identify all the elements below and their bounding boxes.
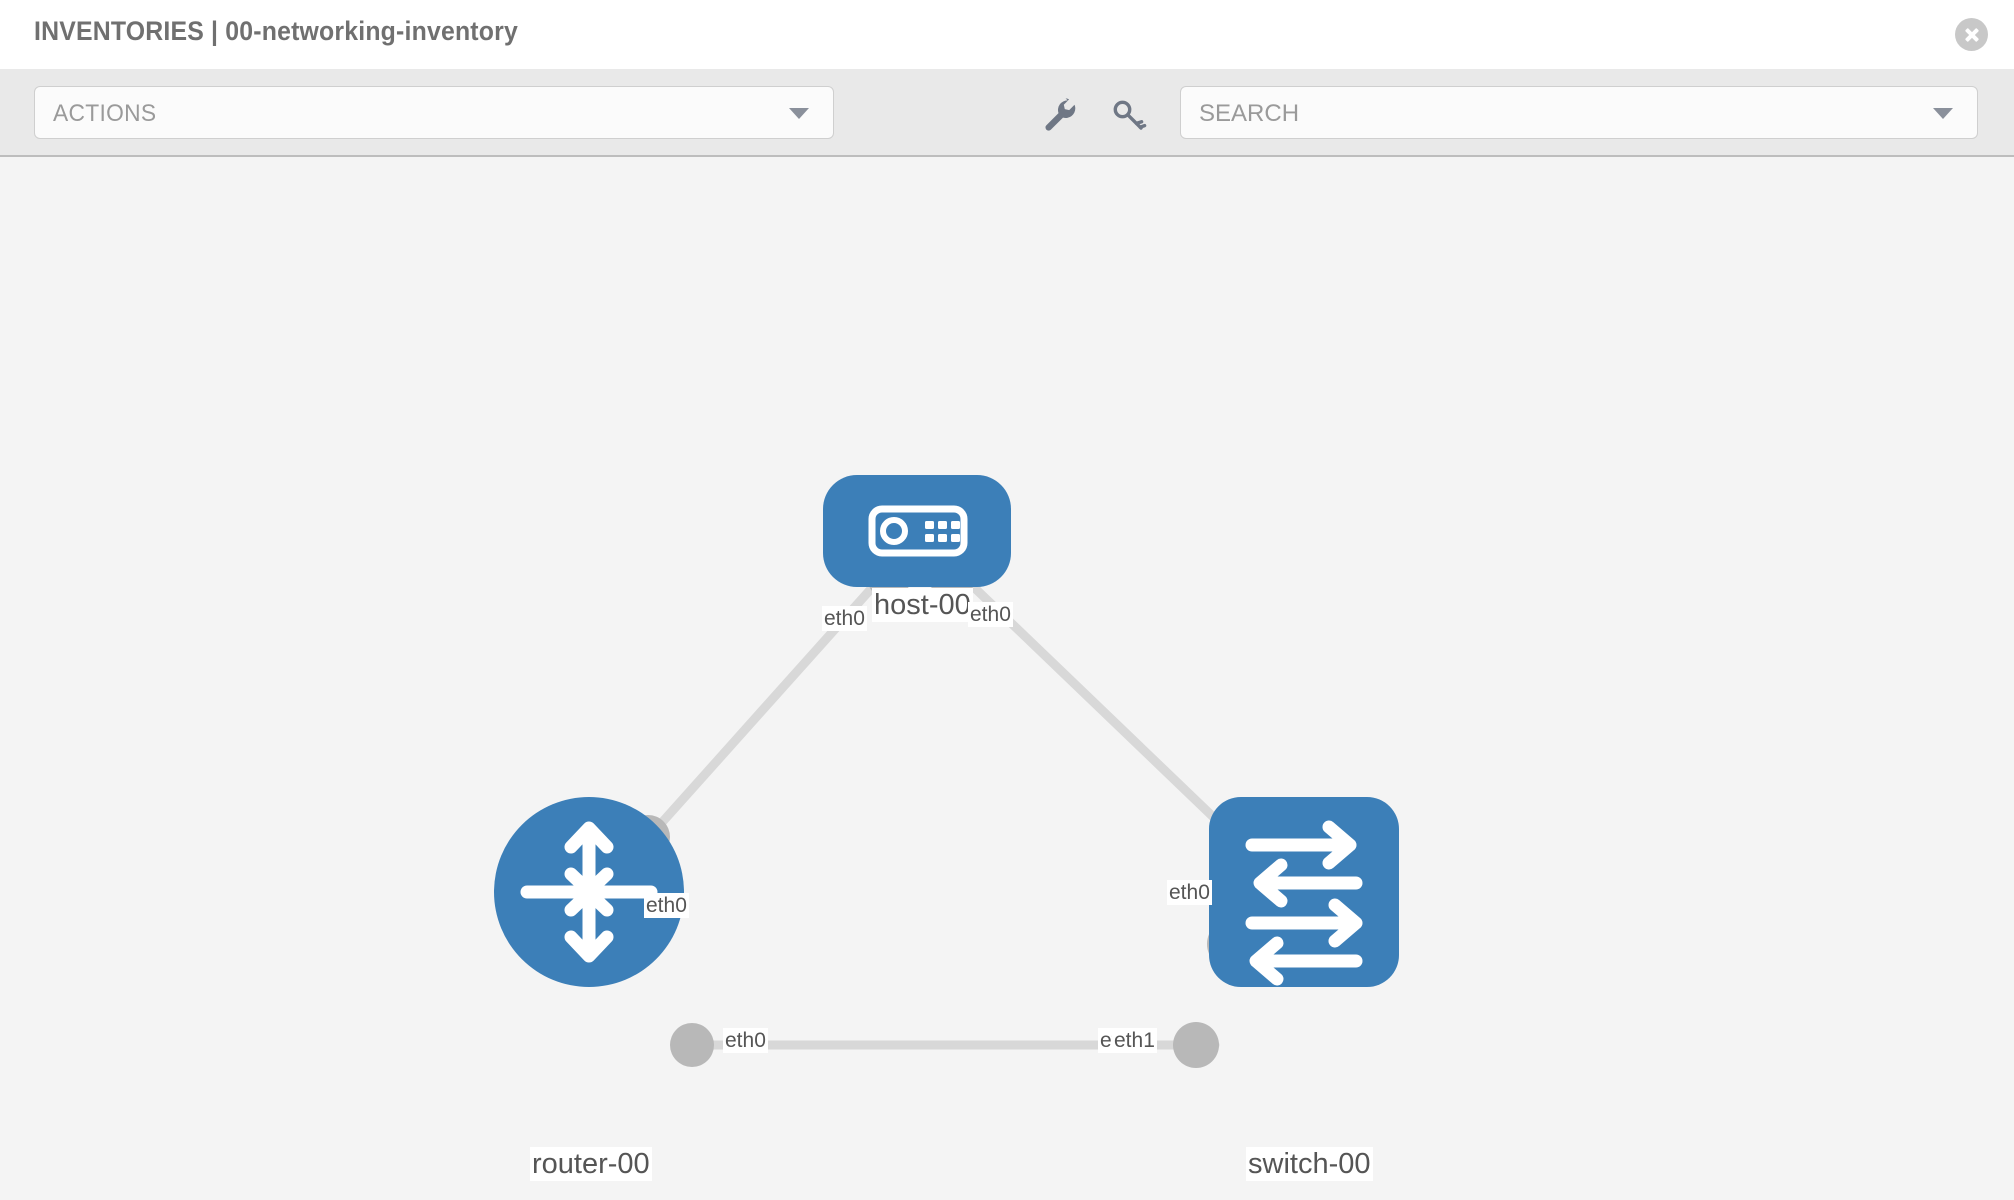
- search-input[interactable]: [1197, 87, 1901, 140]
- edge-label-switch-eth1: eth1: [1112, 1028, 1157, 1053]
- edge-label-router-eth0-right: eth0: [723, 1028, 768, 1053]
- chevron-down-icon: [789, 108, 809, 119]
- node-label-switch-00: switch-00: [1246, 1147, 1373, 1181]
- router-arrows-icon: [520, 821, 658, 963]
- key-icon[interactable]: [1108, 95, 1148, 135]
- toolbar: ACTIONS: [0, 69, 2014, 157]
- actions-dropdown[interactable]: ACTIONS: [34, 86, 834, 139]
- search-box[interactable]: [1180, 86, 1978, 140]
- edge-label-host-eth0-left: eth0: [822, 606, 867, 631]
- node-router-00[interactable]: [494, 797, 684, 987]
- topology-canvas[interactable]: host-00 router-00 switch-00 eth0 eth0 et…: [0, 157, 2014, 1200]
- connector-switch-left: [1173, 1022, 1219, 1068]
- node-host-00[interactable]: [823, 475, 1011, 587]
- topology-graph: [494, 475, 1399, 1068]
- page-title: INVENTORIES | 00-networking-inventory: [34, 16, 518, 46]
- edge-label-switch-eth0-up: eth0: [1167, 880, 1212, 905]
- switch-arrows-icon: [1245, 820, 1363, 986]
- node-label-host-00: host-00: [872, 588, 973, 622]
- title-bar: INVENTORIES | 00-networking-inventory: [0, 0, 2014, 69]
- connector-router-right: [670, 1023, 714, 1067]
- node-label-router-00: router-00: [530, 1147, 652, 1181]
- chevron-down-icon: [1933, 108, 1953, 119]
- edge-label-router-eth0-up: eth0: [644, 893, 689, 918]
- server-icon: [868, 505, 968, 557]
- wrench-icon[interactable]: [1040, 95, 1080, 135]
- node-switch-00[interactable]: [1209, 797, 1399, 987]
- actions-dropdown-label: ACTIONS: [53, 100, 157, 127]
- close-icon[interactable]: [1955, 18, 1988, 51]
- edge-label-host-eth0-right: eth0: [968, 602, 1013, 627]
